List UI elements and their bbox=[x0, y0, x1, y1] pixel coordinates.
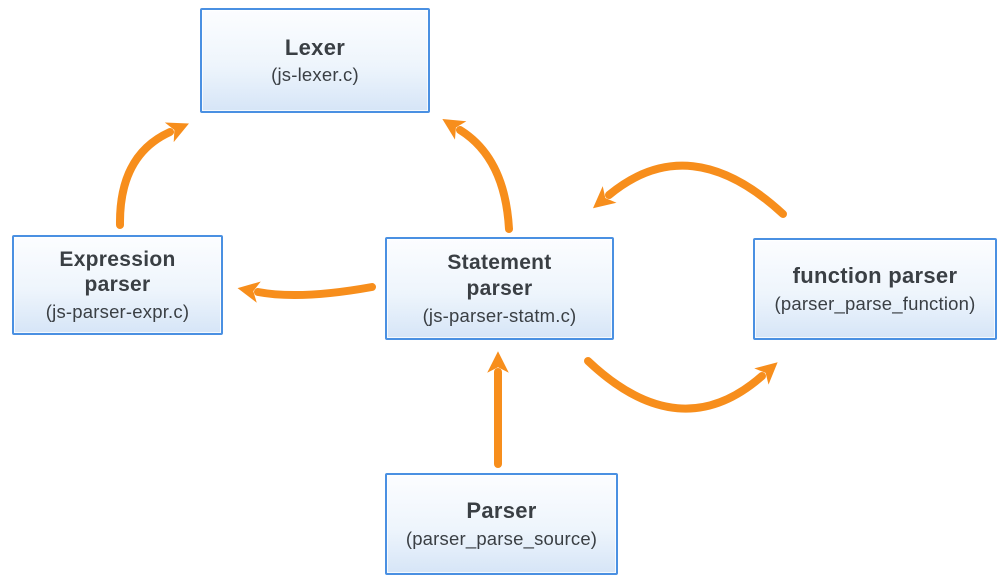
node-expression-parser-title: Expression parser bbox=[59, 247, 176, 297]
node-statement-parser-file: (js-parser-statm.c) bbox=[422, 304, 577, 326]
node-parser-file: (parser_parse_source) bbox=[405, 527, 598, 549]
node-function-parser-title: function parser bbox=[792, 263, 958, 289]
node-function-parser-file: (parser_parse_function) bbox=[774, 292, 976, 314]
node-statement-parser: Statement parser (js-parser-statm.c) bbox=[385, 237, 614, 340]
arrow-statement-parser-to-function-parser bbox=[584, 357, 778, 413]
arrow-statement-parser-to-lexer bbox=[442, 119, 513, 233]
arrow-function-parser-to-statement-parser bbox=[592, 161, 787, 218]
node-expression-parser-file: (js-parser-expr.c) bbox=[45, 301, 190, 323]
node-statement-parser-title: Statement parser bbox=[447, 251, 552, 300]
node-expression-parser: Expression parser (js-parser-expr.c) bbox=[12, 235, 223, 335]
node-lexer: Lexer (js-lexer.c) bbox=[200, 8, 430, 113]
node-lexer-title: Lexer bbox=[284, 34, 346, 60]
arrow-statement-parser-to-expression-parser bbox=[237, 281, 376, 303]
node-lexer-file: (js-lexer.c) bbox=[271, 64, 359, 86]
node-parser-title: Parser bbox=[466, 498, 537, 524]
node-function-parser: function parser (parser_parse_function) bbox=[753, 238, 997, 340]
node-parser: Parser (parser_parse_source) bbox=[385, 473, 618, 575]
arrow-expression-parser-to-lexer bbox=[115, 122, 189, 229]
